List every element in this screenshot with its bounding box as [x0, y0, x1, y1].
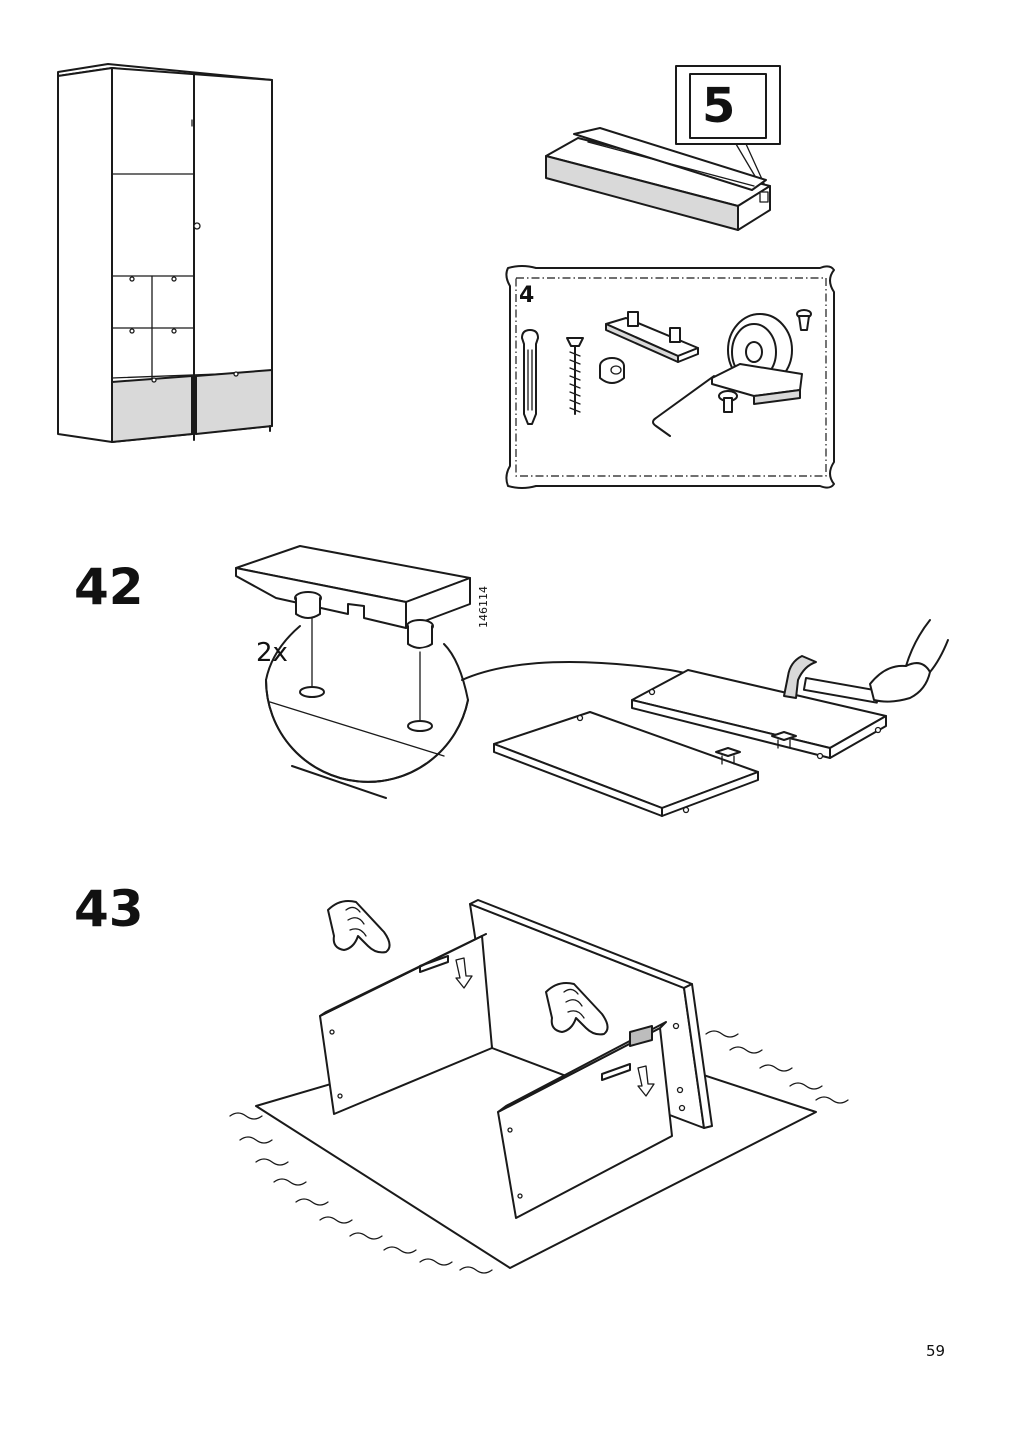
wardrobe-overview-illustration [57, 63, 273, 443]
page-number: 59 [926, 1342, 946, 1360]
step-42-number: 42 [74, 558, 144, 616]
step-43-number: 43 [74, 880, 144, 938]
box-number: 5 [702, 78, 736, 134]
step-42-part-number: 146114 [477, 586, 490, 628]
step-42-illustration [235, 545, 949, 817]
step-42-quantity: 2x [256, 638, 288, 668]
step-43-illustration [229, 899, 849, 1274]
bag-number: 4 [519, 283, 535, 308]
hardware-bag-illustration [505, 265, 835, 489]
package-box-illustration [545, 65, 781, 231]
